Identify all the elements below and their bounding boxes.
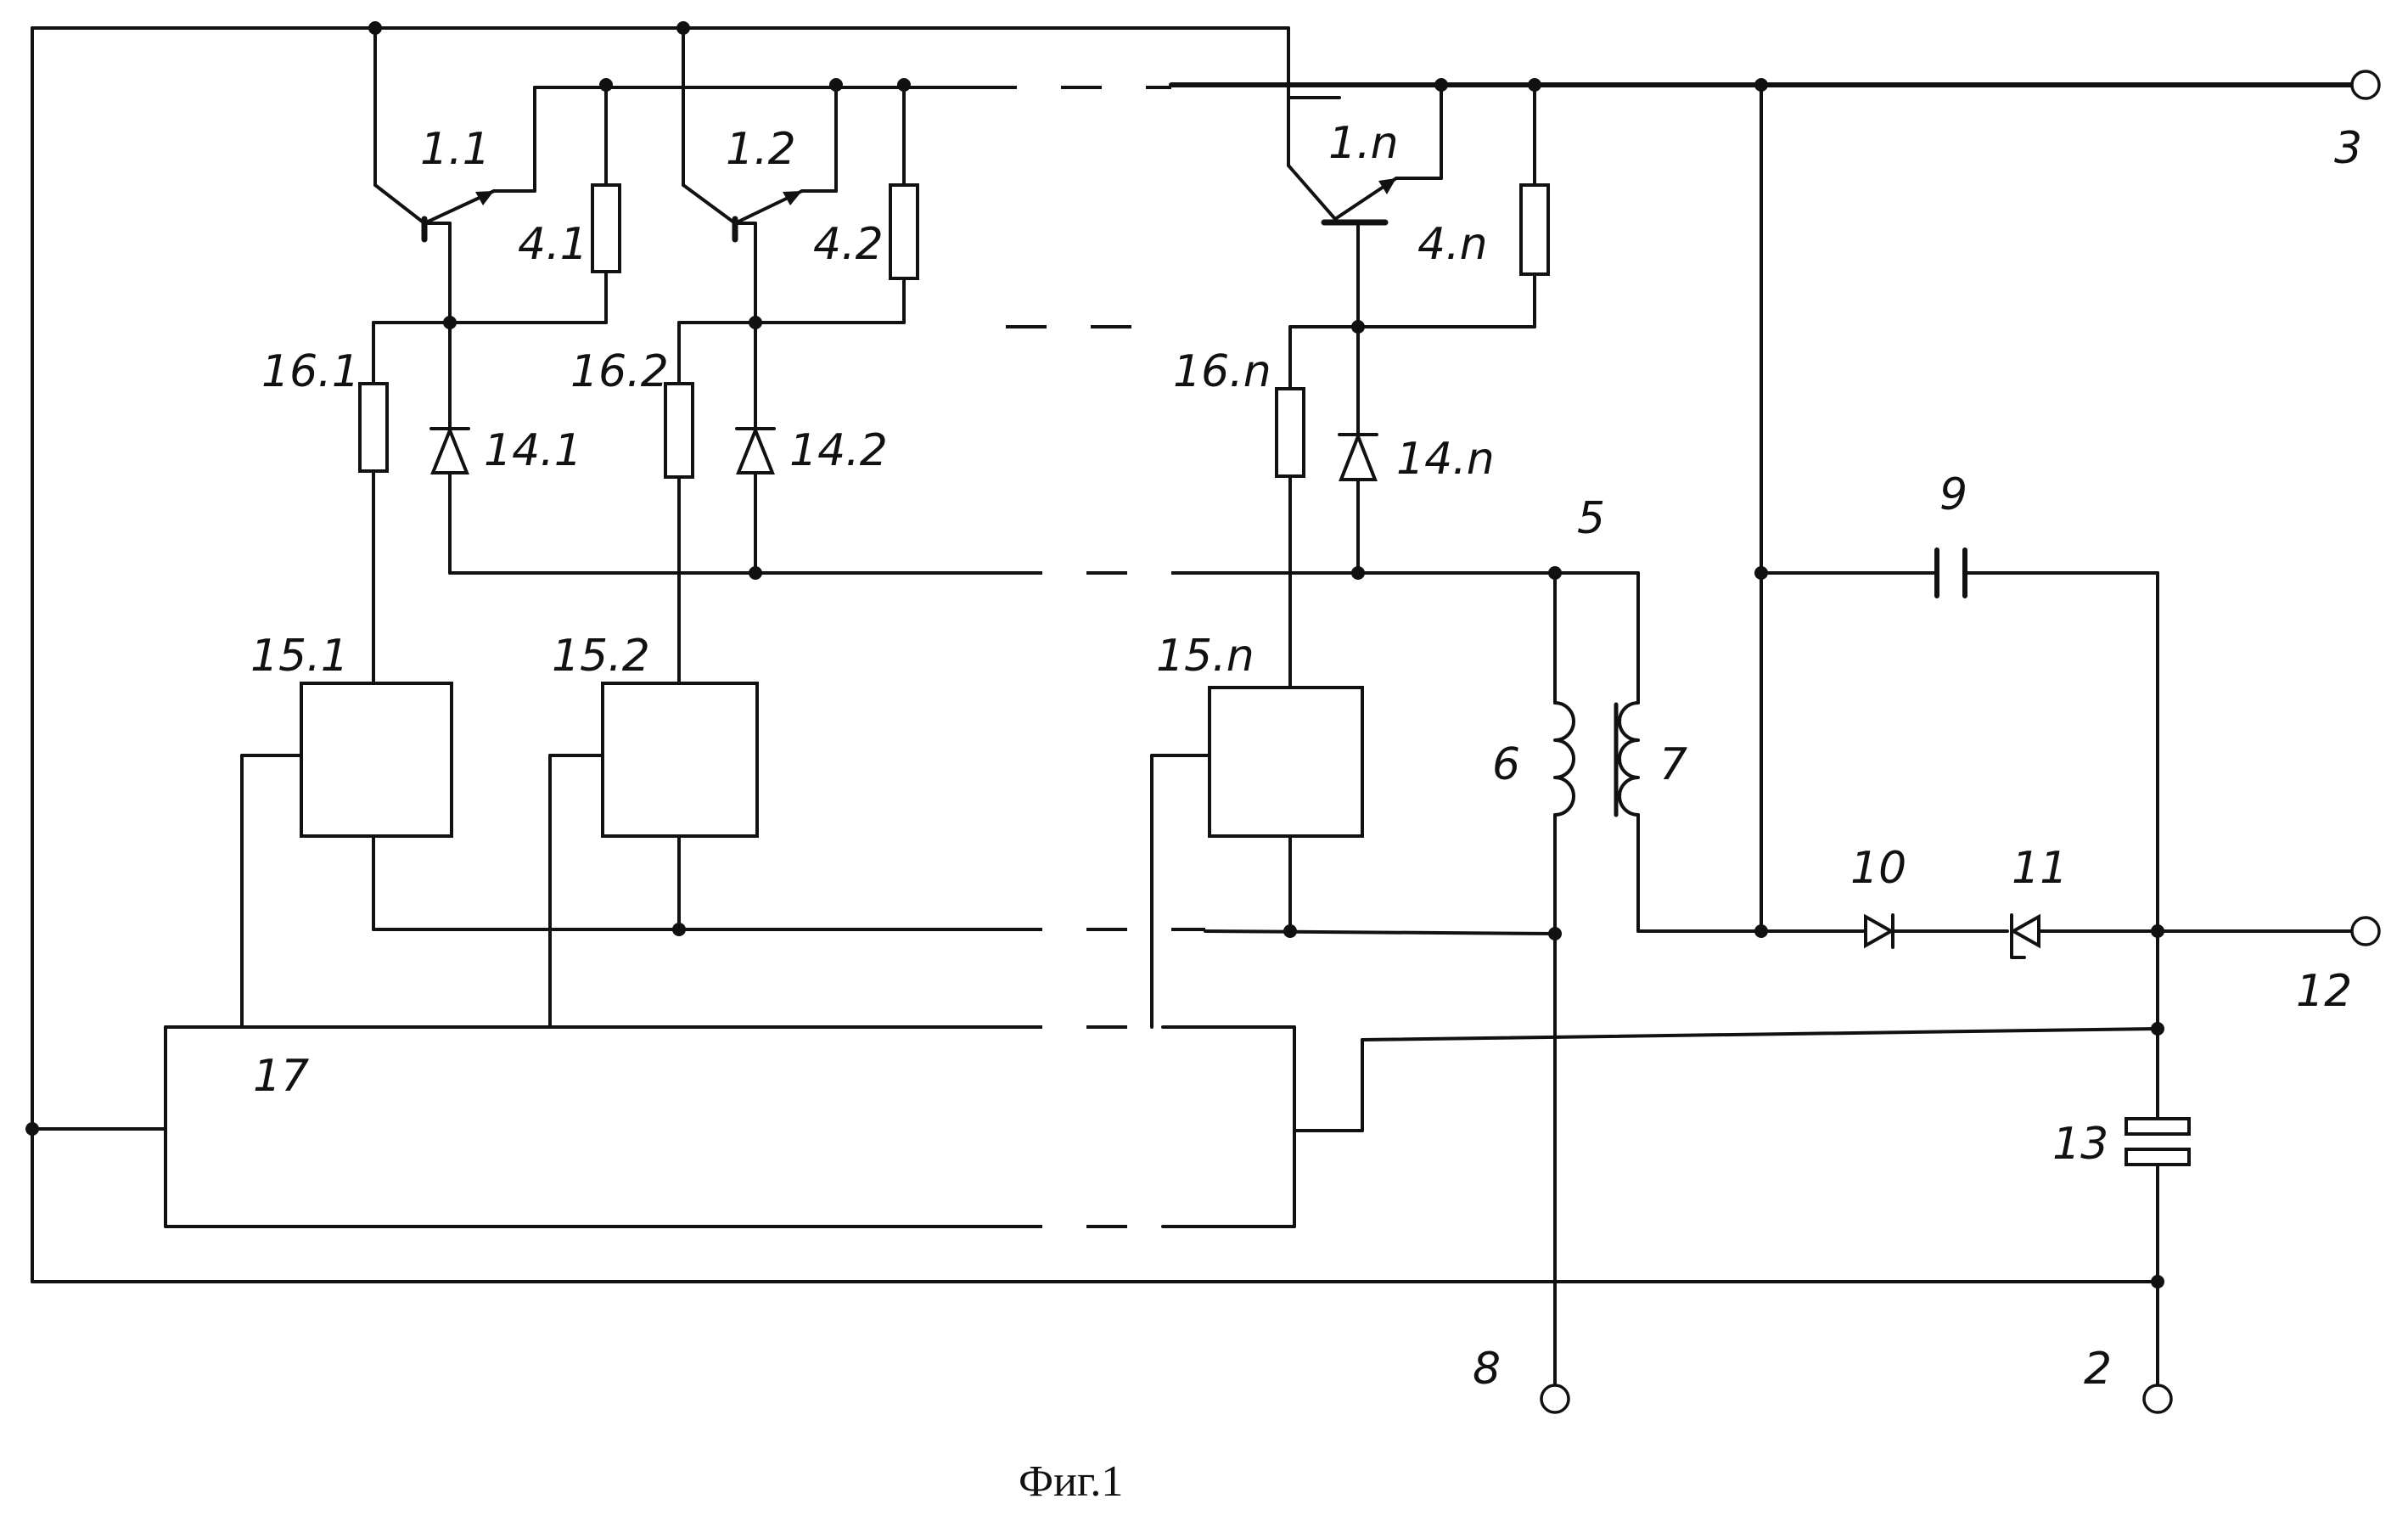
label-1-2: 1.2 bbox=[726, 124, 796, 175]
label-6: 6 bbox=[1492, 739, 1520, 790]
diode-14-1 bbox=[431, 323, 469, 573]
supply-rail-3 bbox=[535, 71, 2379, 98]
label-14-2: 14.2 bbox=[789, 425, 888, 476]
terminal-3 bbox=[2352, 71, 2379, 98]
label-17: 17 bbox=[253, 1051, 309, 1102]
capacitor-13 bbox=[2126, 931, 2189, 1412]
label-4-1: 4.1 bbox=[518, 219, 588, 270]
label-2: 2 bbox=[2084, 1344, 2112, 1395]
label-11: 11 bbox=[2012, 843, 2068, 894]
label-8: 8 bbox=[1473, 1344, 1501, 1395]
label-4-n: 4.n bbox=[1417, 219, 1488, 270]
block-return-rail bbox=[373, 923, 1569, 1412]
capacitor-9 bbox=[1761, 550, 2158, 931]
resistor-4-1 bbox=[373, 87, 620, 329]
block-15-1 bbox=[242, 683, 452, 1027]
terminal-2 bbox=[2144, 1385, 2171, 1412]
label-7: 7 bbox=[1659, 739, 1687, 790]
diode-common-rail bbox=[450, 566, 1638, 580]
terminal-12 bbox=[2352, 918, 2379, 945]
transistor-1-1 bbox=[375, 28, 606, 323]
block-15-2 bbox=[550, 683, 757, 1027]
label-1-1: 1.1 bbox=[420, 124, 491, 175]
label-15-n: 15.n bbox=[1156, 631, 1255, 682]
resistor-16-2 bbox=[665, 323, 693, 683]
label-3: 3 bbox=[2334, 123, 2362, 174]
label-16-1: 16.1 bbox=[261, 346, 360, 397]
label-14-n: 14.n bbox=[1396, 434, 1495, 485]
resistor-16-n bbox=[1277, 327, 1304, 688]
transformer bbox=[1555, 573, 1638, 934]
block-17 bbox=[166, 1027, 2158, 1227]
label-16-n: 16.n bbox=[1173, 346, 1271, 397]
block-15-n bbox=[1152, 688, 1362, 1027]
label-4-2: 4.2 bbox=[813, 219, 884, 270]
resistor-16-1 bbox=[360, 323, 387, 683]
diode-14-2 bbox=[737, 323, 774, 573]
rail-3-drop bbox=[1754, 85, 1768, 938]
diode-14-n bbox=[1339, 327, 1377, 573]
label-5: 5 bbox=[1577, 493, 1605, 544]
label-14-1: 14.1 bbox=[484, 425, 582, 476]
top-outer-rail bbox=[32, 21, 1339, 1282]
label-16-2: 16.2 bbox=[570, 346, 669, 397]
figure-caption: Фиг.1 bbox=[1019, 1457, 1123, 1506]
terminal-8 bbox=[1541, 1385, 1569, 1412]
label-10: 10 bbox=[1850, 843, 1906, 894]
output-line-12 bbox=[1638, 915, 2379, 957]
label-9: 9 bbox=[1939, 469, 1967, 520]
label-15-1: 15.1 bbox=[250, 631, 349, 682]
label-13: 13 bbox=[2052, 1119, 2108, 1170]
label-1-n: 1.n bbox=[1328, 118, 1399, 169]
ground-bus bbox=[25, 1122, 2158, 1282]
transistor-1-2 bbox=[683, 28, 836, 323]
label-15-2: 15.2 bbox=[552, 631, 650, 682]
label-12: 12 bbox=[2296, 966, 2352, 1017]
